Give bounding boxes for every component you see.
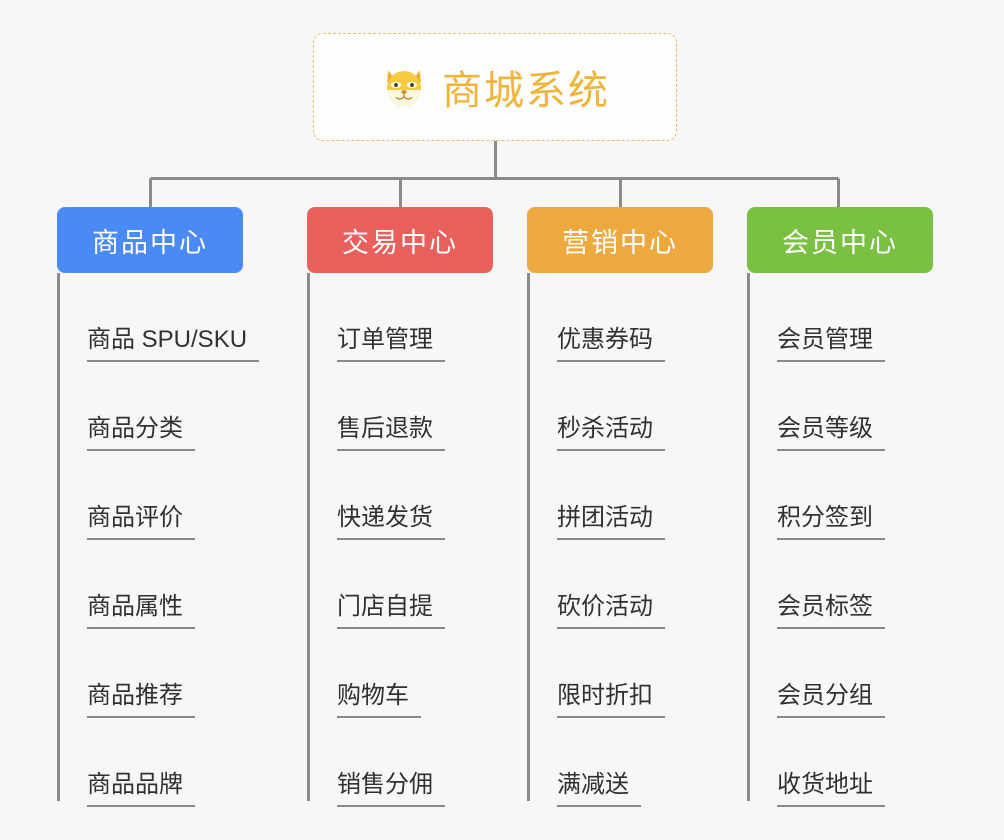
list-item[interactable]: 满减送: [527, 718, 665, 807]
branch-trunk-2: [307, 273, 310, 801]
leaf-label: 快递发货: [337, 504, 445, 540]
list-item[interactable]: 会员管理: [747, 273, 885, 362]
list-item[interactable]: 优惠券码: [527, 273, 665, 362]
list-item[interactable]: 收货地址: [747, 718, 885, 807]
list-item[interactable]: 拼团活动: [527, 451, 665, 540]
branch-trunk-3: [527, 273, 530, 801]
list-item[interactable]: 门店自提: [307, 540, 445, 629]
leaf-label: 会员等级: [777, 415, 885, 451]
leaf-label: 会员标签: [777, 593, 885, 629]
list-item[interactable]: 订单管理: [307, 273, 445, 362]
list-item[interactable]: 商品推荐: [57, 629, 259, 718]
leaf-label: 优惠券码: [557, 326, 665, 362]
branch-header-label: 会员中心: [782, 227, 898, 258]
leaf-list-3: 优惠券码 秒杀活动 拼团活动 砍价活动 限时折扣 满减送: [527, 273, 665, 807]
list-item[interactable]: 购物车: [307, 629, 445, 718]
leaf-label: 拼团活动: [557, 504, 665, 540]
branch-header-2[interactable]: 交易中心: [307, 207, 493, 273]
branch-header-3[interactable]: 营销中心: [527, 207, 713, 273]
list-item[interactable]: 销售分佣: [307, 718, 445, 807]
list-item[interactable]: 商品品牌: [57, 718, 259, 807]
leaf-label: 门店自提: [337, 593, 445, 629]
list-item[interactable]: 商品 SPU/SKU: [57, 273, 260, 362]
leaf-label: 秒杀活动: [557, 415, 665, 451]
branch-header-4[interactable]: 会员中心: [747, 207, 933, 273]
leaf-label: 会员管理: [777, 326, 885, 362]
leaf-label: 商品推荐: [87, 682, 195, 718]
list-item[interactable]: 会员等级: [747, 362, 885, 451]
leaf-list-4: 会员管理 会员等级 积分签到 会员标签 会员分组 收货地址: [747, 273, 885, 807]
leaf-label: 商品分类: [87, 415, 195, 451]
list-item[interactable]: 限时折扣: [527, 629, 665, 718]
root-node[interactable]: 商城系统: [313, 33, 677, 141]
branch-trunk-1: [57, 273, 60, 801]
shiba-dog-face-icon: [380, 63, 428, 111]
leaf-label: 售后退款: [337, 415, 445, 451]
leaf-label: 满减送: [557, 771, 641, 807]
list-item[interactable]: 售后退款: [307, 362, 445, 451]
leaf-label: 订单管理: [337, 326, 445, 362]
leaf-label: 销售分佣: [337, 771, 445, 807]
leaf-label: 商品属性: [87, 593, 195, 629]
list-item[interactable]: 商品属性: [57, 540, 259, 629]
leaf-label: 收货地址: [777, 771, 885, 807]
leaf-label: 商品评价: [87, 504, 195, 540]
branch-header-label: 交易中心: [342, 227, 458, 258]
list-item[interactable]: 会员分组: [747, 629, 885, 718]
branch-header-1[interactable]: 商品中心: [57, 207, 243, 273]
root-title: 商城系统: [442, 69, 610, 113]
leaf-label: 购物车: [337, 682, 421, 718]
branch-header-label: 商品中心: [92, 227, 208, 258]
list-item[interactable]: 砍价活动: [527, 540, 665, 629]
list-item[interactable]: 会员标签: [747, 540, 885, 629]
leaf-label: 砍价活动: [557, 593, 665, 629]
branch-header-label: 营销中心: [562, 227, 678, 258]
leaf-label: 商品品牌: [87, 771, 195, 807]
list-item[interactable]: 秒杀活动: [527, 362, 665, 451]
leaf-label: 会员分组: [777, 682, 885, 718]
list-item[interactable]: 商品分类: [57, 362, 259, 451]
leaf-label: 商品 SPU/SKU: [87, 326, 260, 362]
leaf-list-2: 订单管理 售后退款 快递发货 门店自提 购物车 销售分佣: [307, 273, 445, 807]
leaf-label: 积分签到: [777, 504, 885, 540]
list-item[interactable]: 商品评价: [57, 451, 259, 540]
leaf-list-1: 商品 SPU/SKU 商品分类 商品评价 商品属性 商品推荐 商品品牌: [57, 273, 260, 807]
leaf-label: 限时折扣: [557, 682, 665, 718]
list-item[interactable]: 积分签到: [747, 451, 885, 540]
branch-trunk-4: [747, 273, 750, 801]
list-item[interactable]: 快递发货: [307, 451, 445, 540]
